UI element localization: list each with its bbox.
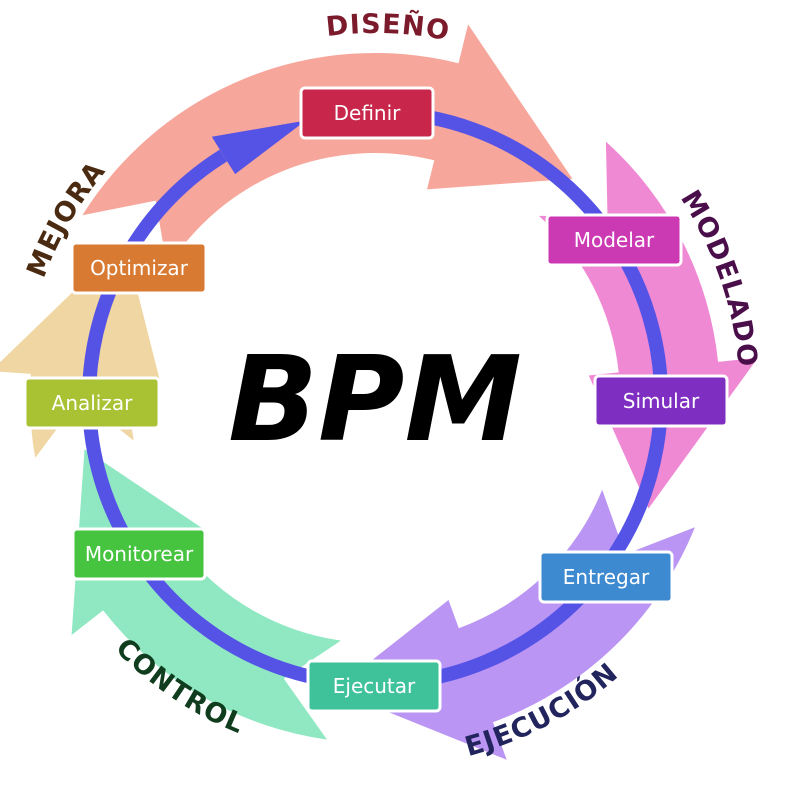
step-label-analizar: Analizar xyxy=(52,391,133,415)
step-definir: Definir xyxy=(299,86,435,140)
step-boxes: Definir Modelar Simular Entregar Ejecuta… xyxy=(23,86,729,713)
step-label-definir: Definir xyxy=(334,101,402,125)
step-simular: Simular xyxy=(593,374,729,428)
step-label-simular: Simular xyxy=(623,389,700,413)
step-optimizar: Optimizar xyxy=(70,241,208,295)
phase-label-diseno: DISEÑO xyxy=(324,9,452,47)
step-analizar: Analizar xyxy=(23,376,161,430)
step-label-optimizar: Optimizar xyxy=(90,256,189,280)
center-title: BPM xyxy=(228,330,522,468)
phase-arrow-diseno xyxy=(82,24,573,269)
step-entregar: Entregar xyxy=(538,550,674,604)
inner-ring-arrowhead xyxy=(211,120,306,175)
step-label-modelar: Modelar xyxy=(574,228,655,252)
step-modelar: Modelar xyxy=(545,213,683,267)
step-label-monitorear: Monitorear xyxy=(85,542,194,566)
step-ejecutar: Ejecutar xyxy=(306,659,442,713)
step-label-ejecutar: Ejecutar xyxy=(333,674,416,698)
step-label-entregar: Entregar xyxy=(563,565,650,589)
step-monitorear: Monitorear xyxy=(71,527,207,581)
